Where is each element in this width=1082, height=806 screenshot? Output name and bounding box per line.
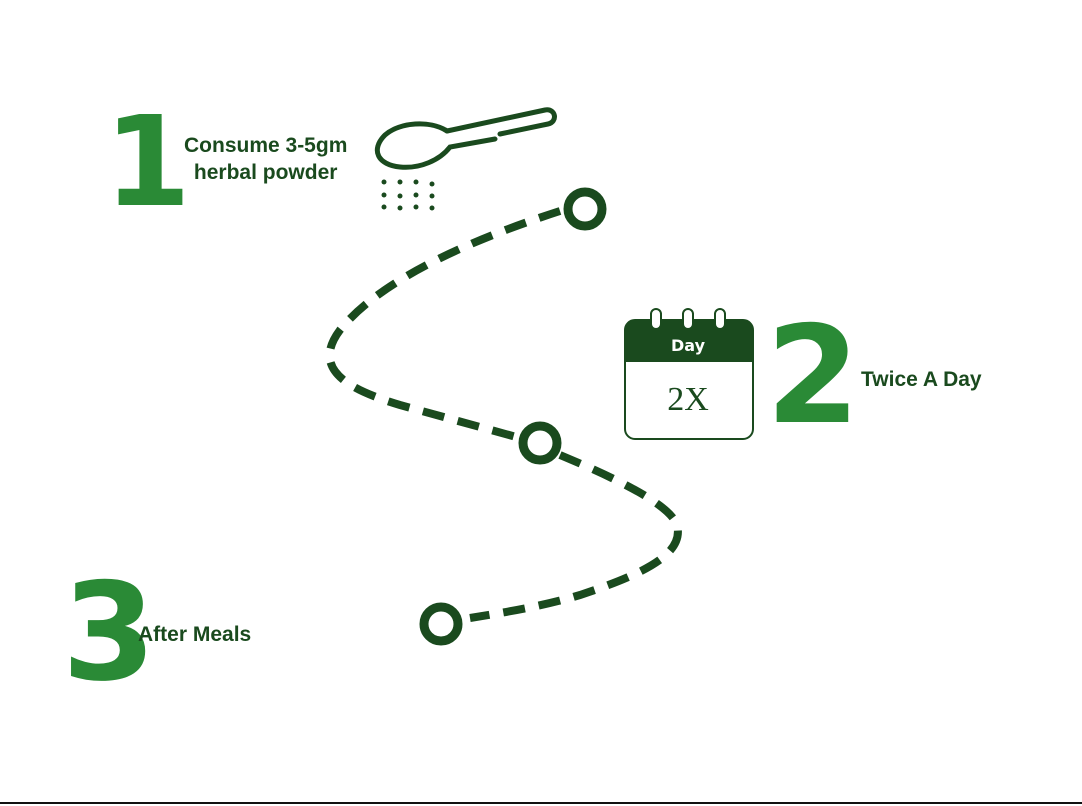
step-number-2: 2 [766, 297, 860, 454]
path-node-3 [419, 602, 463, 646]
dashed-path-2 [469, 451, 682, 622]
step-1-label: Consume 3-5gm herbal powder [184, 132, 347, 186]
step-2-label: Twice A Day [861, 368, 982, 391]
step-1-line-1: Consume 3-5gm [184, 134, 348, 157]
spoon-powder-icon [374, 107, 557, 211]
dashed-path-1 [325, 207, 562, 442]
step-3-label: After Meals [138, 623, 252, 646]
calendar-value: 2X [667, 381, 709, 418]
step-number-3: 3 [62, 554, 156, 711]
path-node-2 [518, 421, 562, 465]
calendar-header: Day [671, 336, 706, 355]
step-1-line-2: herbal powder [193, 161, 338, 184]
path-node-1 [563, 187, 607, 231]
calendar-icon: Day 2X [624, 308, 754, 440]
step-number-1: 1 [104, 90, 191, 235]
bottom-divider [0, 802, 1082, 804]
